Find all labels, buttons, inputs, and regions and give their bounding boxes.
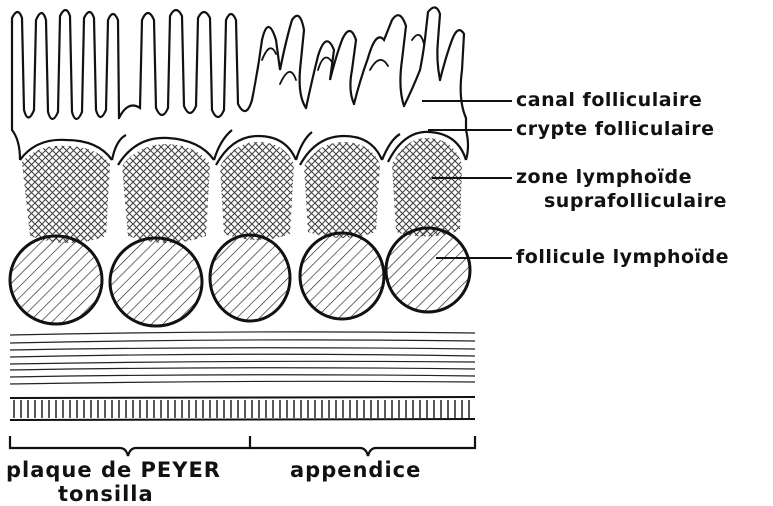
label-canal-folliculaire: canal folliculaire bbox=[516, 89, 702, 111]
lymphoid-follicles bbox=[10, 228, 470, 326]
label-crypte-folliculaire: crypte folliculaire bbox=[516, 118, 714, 140]
villi bbox=[12, 7, 466, 130]
label-plaque-de-peyer: plaque de PEYER bbox=[6, 458, 221, 482]
label-follicule-lymphoide: follicule lymphoïde bbox=[516, 246, 729, 268]
label-appendice: appendice bbox=[290, 458, 421, 482]
label-zone-lymphoide: zone lymphoïde bbox=[516, 166, 692, 188]
label-tonsilla: tonsilla bbox=[58, 482, 154, 506]
label-suprafolliculaire: suprafolliculaire bbox=[544, 190, 727, 212]
bottom-braces bbox=[10, 436, 475, 456]
suprafollicular-zones bbox=[22, 138, 462, 243]
muscle-layer-longitudinal bbox=[10, 332, 475, 384]
muscle-layer-circular bbox=[10, 397, 475, 420]
